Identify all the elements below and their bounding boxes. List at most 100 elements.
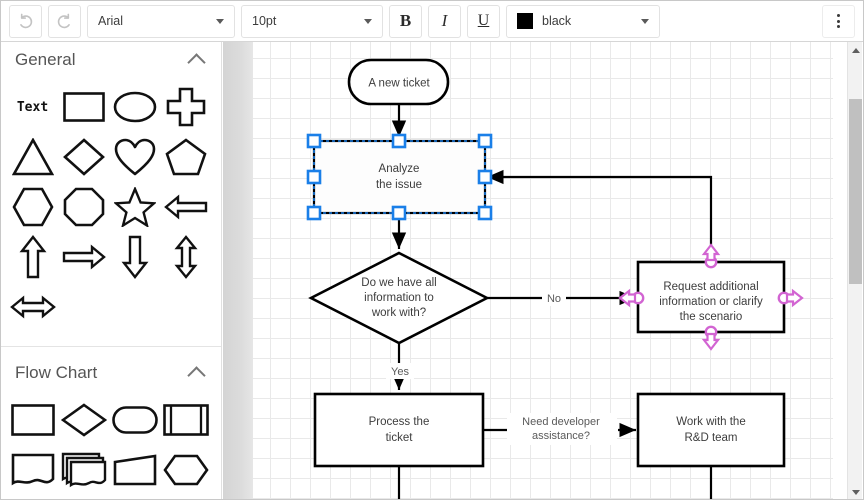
sidebar-section-header-flow-chart[interactable]: Flow Chart [1,355,221,391]
diagram-canvas[interactable]: A new ticket Analyze the issue [253,42,833,499]
shape-text[interactable]: Text [7,82,58,132]
resize-handle-n[interactable] [391,133,407,149]
edge-label-need-developer-assistance[interactable]: Need developer assistance? [507,413,617,445]
shape-row [7,132,215,182]
terminator-icon [111,406,158,434]
font-color-select[interactable]: black [506,4,660,38]
shape-hexagon[interactable] [7,182,58,232]
font-size-select[interactable]: 10pt [241,4,383,38]
shape-diamond[interactable] [58,132,109,182]
arrow-left-icon [163,194,207,220]
redo-button[interactable] [48,4,81,38]
edge-label-need-dev-line2: assistance? [532,430,590,442]
font-family-select[interactable]: Arial [87,4,235,38]
sidebar-section-header-general[interactable]: General [1,42,221,78]
shape-document[interactable] [7,445,58,495]
underline-button[interactable]: U [467,4,500,38]
shapes-sidebar[interactable]: General Text [1,42,222,499]
direction-arrow-down-icon[interactable] [701,332,721,351]
chevron-up-icon[interactable] [187,366,206,385]
shape-heart[interactable] [109,132,160,182]
shape-arrow-right[interactable] [58,232,109,282]
resize-handle-w[interactable] [306,169,322,185]
shape-pentagon[interactable] [160,132,211,182]
edge-label-no-text: No [547,293,561,305]
scroll-up-button[interactable] [848,42,863,58]
node-request[interactable]: Request additional information or clarif… [618,243,804,351]
chevron-down-icon [216,18,224,24]
shape-row [7,445,215,495]
formatting-toolbar: Arial 10pt B I U black [1,1,863,42]
undo-button[interactable] [9,4,42,38]
node-decision[interactable]: Do we have all information to work with? [308,251,490,345]
chevron-up-icon[interactable] [187,53,206,72]
resize-handle-sw[interactable] [306,205,322,221]
shape-arrow-up[interactable] [7,232,58,282]
direction-arrows[interactable] [618,243,804,351]
preparation-icon [162,454,209,486]
selection-handles[interactable] [306,133,493,221]
shape-arrow-left-right[interactable] [7,282,58,332]
shape-predefined-process[interactable] [160,395,211,445]
shape-ellipse[interactable] [109,82,160,132]
node-start[interactable]: A new ticket [347,58,450,106]
shape-octagon[interactable] [58,182,109,232]
resize-handle-e[interactable] [477,169,493,185]
shape-preparation[interactable] [160,445,211,495]
arrow-up-down-icon [173,235,198,279]
node-request-label-1: Request additional [663,281,758,293]
edge-request-to-analyze[interactable] [486,169,713,262]
resize-handle-se[interactable] [477,205,493,221]
node-rnd-label-2: R&D team [684,432,737,444]
node-process[interactable]: Process the ticket [313,392,485,468]
shape-cross[interactable] [160,82,211,132]
document-icon [11,453,54,486]
shape-manual-input[interactable] [109,445,160,495]
scroll-thumb[interactable] [849,99,862,284]
manual-input-icon [113,454,156,486]
shape-arrow-up-down[interactable] [160,232,211,282]
node-rnd[interactable]: Work with the R&D team [636,392,786,468]
bold-button[interactable]: B [389,4,422,38]
direction-arrow-right-icon[interactable] [785,288,804,308]
shape-terminator[interactable] [109,395,160,445]
flowchart-diagram: A new ticket Analyze the issue [306,58,804,499]
heart-icon [114,138,155,176]
multi-document-icon [61,452,106,488]
node-start-label: A new ticket [368,78,430,90]
shape-row [7,282,215,332]
process-icon [10,404,55,436]
shape-triangle[interactable] [7,132,58,182]
arrow-up-icon [19,235,46,279]
node-analyze[interactable]: Analyze the issue [306,133,493,221]
edge-label-no[interactable]: No [542,290,566,306]
direction-arrow-left-icon[interactable] [618,288,637,308]
edge-label-yes[interactable]: Yes [386,363,414,379]
scroll-down-arrow-icon [851,489,860,495]
bold-label: B [399,11,412,30]
undo-icon [20,13,33,28]
more-options-button[interactable] [822,4,855,38]
chevron-down-icon [641,18,649,24]
shape-decision[interactable] [58,395,109,445]
italic-button[interactable]: I [428,4,461,38]
canvas-vertical-scrollbar[interactable] [847,42,863,499]
resize-handle-nw[interactable] [306,133,322,149]
node-analyze-label-1: Analyze [379,163,420,175]
shape-process[interactable] [7,395,58,445]
section-title-flow-chart: Flow Chart [15,363,98,382]
shape-arrow-down[interactable] [109,232,160,282]
node-decision-label-2: information to [364,292,434,304]
shape-multi-document[interactable] [58,445,109,495]
color-swatch [517,13,533,29]
arrow-down-icon [121,235,148,279]
node-request-label-2: information or clarify [659,296,763,308]
direction-arrow-up-icon[interactable] [701,243,721,262]
shape-arrow-left[interactable] [160,182,211,232]
resize-handle-s[interactable] [391,205,407,221]
resize-handle-ne[interactable] [477,133,493,149]
shape-rectangle[interactable] [58,82,109,132]
edge-label-need-dev-line1: Need developer [522,416,600,428]
shape-star[interactable] [109,182,160,232]
scroll-down-button[interactable] [848,484,863,499]
